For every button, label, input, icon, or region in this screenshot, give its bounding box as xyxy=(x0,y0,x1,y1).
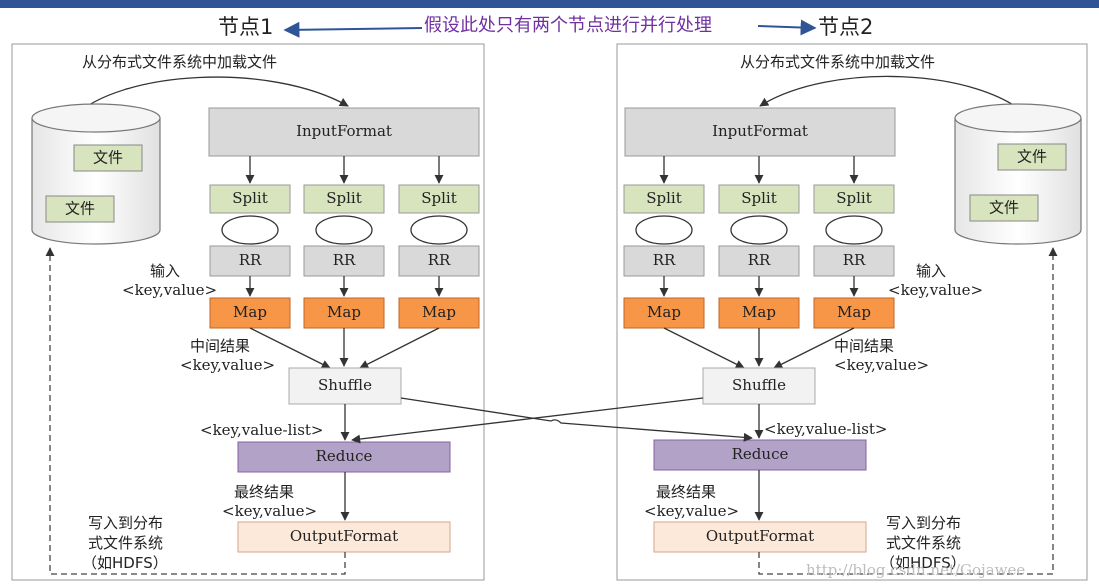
node1-shuffle-label: Shuffle xyxy=(318,376,372,394)
node2-rr-2: RR xyxy=(748,251,771,269)
node1-write-line1: 写入到分布 xyxy=(88,514,163,532)
node1-file-a-label: 文件 xyxy=(93,149,123,167)
node2-input-kv: <key,value> xyxy=(888,281,983,299)
node2-write-line3: （如HDFS） xyxy=(880,554,966,572)
node1-input-label: 输入 xyxy=(150,262,180,280)
node1-column-1: Split RR Map xyxy=(209,156,291,329)
watermark: http://blog.csdn.net/Gojawee xyxy=(806,561,1025,579)
node2-inputformat-label: InputFormat xyxy=(712,122,808,140)
node2-final-label: 最终结果 xyxy=(656,483,716,501)
node1-writeback-dashed xyxy=(45,247,346,575)
node1-map-1: Map xyxy=(233,303,267,321)
node2-write-line1: 写入到分布 xyxy=(886,514,961,532)
node1-reduce-box xyxy=(237,441,451,473)
node1-mid-label: 中间结果 xyxy=(190,337,250,355)
node1-load-arrow xyxy=(71,76,349,119)
node2-map-1: Map xyxy=(647,303,681,321)
node1-column-3: Split RR Map xyxy=(398,156,480,329)
node1-reduce-label: Reduce xyxy=(316,447,373,465)
node2-writeback-dashed xyxy=(758,247,1058,575)
node2-load-arrow xyxy=(759,75,1031,119)
node2-rr-3: RR xyxy=(843,251,866,269)
node2-write-line2: 式文件系统 xyxy=(886,534,961,552)
node1-rr-3: RR xyxy=(428,251,451,269)
node2-input-label: 输入 xyxy=(916,262,946,280)
node1-rr-1: RR xyxy=(239,251,262,269)
node1-outputformat-label: OutputFormat xyxy=(290,527,398,545)
node2-map-3: Map xyxy=(837,303,871,321)
node2-title: 节点2 xyxy=(818,15,873,39)
node2-column-1: Split RR Map xyxy=(623,156,705,329)
node2-map3-to-shuffle xyxy=(773,327,855,369)
node1-map3-to-shuffle xyxy=(359,327,440,369)
node1-shuffle-box xyxy=(288,367,402,405)
node2-load-label: 从分布式文件系统中加载文件 xyxy=(740,53,935,71)
node2-mid-label: 中间结果 xyxy=(834,337,894,355)
node1-write-line2: 式文件系统 xyxy=(88,534,163,552)
node1-inputformat-box xyxy=(208,107,480,157)
node2-outputformat-box xyxy=(653,521,867,553)
node1-map-3: Map xyxy=(422,303,456,321)
node1-split-1: Split xyxy=(232,189,268,207)
node1-pointer-arrow xyxy=(283,21,423,38)
node2-final-kv: <key,value> xyxy=(644,502,739,520)
node1-map-2: Map xyxy=(327,303,361,321)
node1-inputformat-label: InputFormat xyxy=(296,122,392,140)
node1-list-kv: <key,value-list> xyxy=(200,421,324,439)
top-title-bar xyxy=(0,0,1099,8)
node2-shuffle-box xyxy=(702,367,816,405)
node1-frame xyxy=(11,43,485,581)
node1-input-kv: <key,value> xyxy=(122,281,217,299)
node2-split-3: Split xyxy=(836,189,872,207)
node2-pointer-arrow xyxy=(757,19,817,36)
node2-storage-cylinder xyxy=(954,103,1082,245)
node1-write-line3: （如HDFS） xyxy=(82,554,168,572)
node1-column-2: Split RR Map xyxy=(303,156,385,329)
node2-map-2: Map xyxy=(742,303,776,321)
node1-rr-2: RR xyxy=(333,251,356,269)
node1-final-kv: <key,value> xyxy=(222,502,317,520)
node2-inputformat-box xyxy=(624,107,896,157)
node2-split-2: Split xyxy=(741,189,777,207)
node1-mid-kv: <key,value> xyxy=(180,356,275,374)
node2-file-b-label: 文件 xyxy=(989,199,1019,217)
node2-split-1: Split xyxy=(646,189,682,207)
node2-map1-to-shuffle xyxy=(663,327,745,369)
node2-list-kv: <key,value-list> xyxy=(764,420,888,438)
node1-split-2: Split xyxy=(326,189,362,207)
node2-file-b xyxy=(969,194,1039,222)
node2-column-2: Split RR Map xyxy=(718,156,800,329)
node1-final-label: 最终结果 xyxy=(234,483,294,501)
node2-shuffle-label: Shuffle xyxy=(732,376,786,394)
shuffle1-to-reduce2-arrow xyxy=(400,397,753,442)
parallel-note: 假设此处只有两个节点进行并行处理 xyxy=(424,15,712,36)
node2-column-3: Split RR Map xyxy=(813,156,895,329)
node2-rr-1: RR xyxy=(653,251,676,269)
node1-file-b xyxy=(45,195,115,223)
node2-reduce-box xyxy=(653,439,867,471)
node1-map1-to-shuffle xyxy=(249,327,331,369)
node1-storage-cylinder xyxy=(31,103,161,245)
node2-mid-kv: <key,value> xyxy=(834,356,929,374)
node1-file-b-label: 文件 xyxy=(65,200,95,218)
node2-file-a xyxy=(997,143,1067,171)
node1-load-label: 从分布式文件系统中加载文件 xyxy=(82,53,277,71)
node2-reduce-label: Reduce xyxy=(732,445,789,463)
node1-split-3: Split xyxy=(421,189,457,207)
node1-file-a xyxy=(73,144,143,172)
shuffle2-to-reduce1-arrow xyxy=(351,397,704,444)
node2-outputformat-label: OutputFormat xyxy=(706,527,814,545)
node2-file-a-label: 文件 xyxy=(1017,148,1047,166)
node1-title: 节点1 xyxy=(218,15,273,39)
node2-frame xyxy=(616,43,1088,581)
node1-outputformat-box xyxy=(237,521,451,553)
